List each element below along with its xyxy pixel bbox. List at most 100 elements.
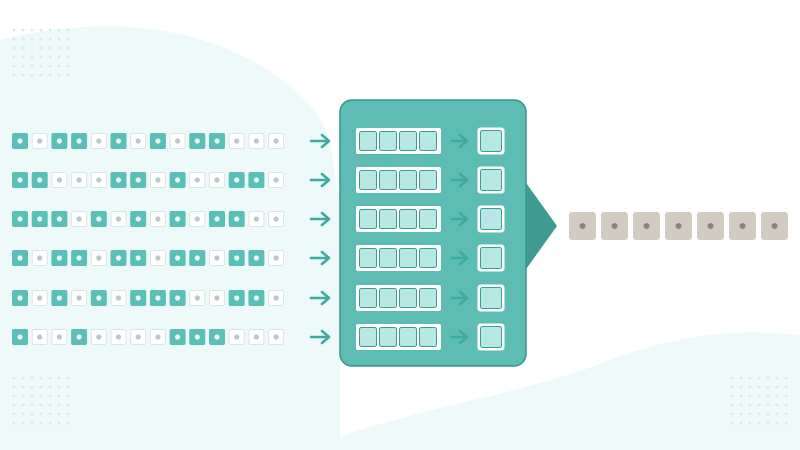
stream-cell-dot bbox=[273, 255, 279, 261]
stream-cell bbox=[51, 290, 68, 306]
pattern-dot bbox=[784, 385, 788, 389]
pattern-dot bbox=[757, 376, 761, 380]
pattern-dot bbox=[757, 403, 761, 407]
processor-lane bbox=[356, 323, 505, 351]
pattern-dot bbox=[757, 412, 761, 416]
stream-cell bbox=[31, 250, 48, 266]
stream-cell-dot bbox=[234, 334, 240, 340]
pattern-dot bbox=[48, 37, 52, 41]
pattern-dot bbox=[30, 28, 34, 32]
arrow-head bbox=[458, 211, 469, 227]
pattern-dot bbox=[39, 28, 43, 32]
stream-cell-dot bbox=[175, 216, 181, 222]
pattern-dot bbox=[30, 412, 34, 416]
stream-cell bbox=[51, 133, 68, 149]
stream-cell-dot bbox=[96, 216, 102, 222]
stream-cell-dot bbox=[56, 138, 63, 144]
lane-arrow bbox=[450, 250, 469, 266]
pattern-dot bbox=[12, 28, 16, 32]
stream-cell bbox=[90, 172, 107, 188]
input-stream-row bbox=[12, 172, 331, 188]
stream-cell bbox=[130, 211, 147, 227]
lane-arrow bbox=[450, 290, 469, 306]
pattern-dot bbox=[21, 55, 25, 59]
stream-cell-dot bbox=[135, 216, 141, 222]
stream-cell bbox=[71, 211, 88, 227]
stream-cell bbox=[130, 172, 147, 188]
stream-cell-dot bbox=[234, 177, 240, 183]
pattern-dot bbox=[766, 394, 770, 398]
processor-lane bbox=[356, 166, 505, 194]
stream-cell bbox=[169, 250, 186, 266]
pattern-dot bbox=[39, 46, 43, 50]
stream-cell bbox=[248, 172, 265, 188]
input-stream-row bbox=[12, 329, 331, 345]
output-cell bbox=[601, 212, 628, 240]
pattern-dot bbox=[39, 73, 43, 77]
stream-cell-dot bbox=[115, 295, 122, 301]
stream-cell bbox=[149, 329, 166, 345]
processor-pointer bbox=[524, 180, 557, 272]
pattern-dot bbox=[30, 394, 34, 398]
stream-cell-dot bbox=[175, 334, 181, 340]
stream-cell bbox=[130, 133, 147, 149]
pattern-dot bbox=[57, 376, 61, 380]
lane-cell bbox=[399, 209, 417, 229]
output-cell-dot bbox=[771, 223, 778, 229]
stream-cell-dot bbox=[115, 138, 122, 144]
pattern-dot bbox=[12, 376, 16, 380]
stream-cell bbox=[209, 290, 225, 306]
stream-cell-dot bbox=[175, 138, 181, 144]
pattern-dot bbox=[66, 55, 70, 59]
pattern-dot bbox=[775, 412, 779, 416]
lane-result-cell bbox=[480, 208, 502, 230]
pattern-dot bbox=[66, 403, 70, 407]
dot-pattern-bottom-left bbox=[12, 376, 70, 425]
stream-cell bbox=[90, 250, 107, 266]
input-streams bbox=[12, 133, 331, 345]
pattern-dot bbox=[39, 376, 43, 380]
dot-pattern-top-left bbox=[12, 28, 70, 77]
pattern-dot bbox=[12, 412, 16, 416]
pattern-dot bbox=[775, 376, 779, 380]
lane-result-cell bbox=[480, 247, 502, 269]
pattern-dot bbox=[766, 412, 770, 416]
stream-cell-dot bbox=[115, 177, 122, 183]
input-stream-row bbox=[12, 290, 331, 306]
pattern-dot bbox=[12, 55, 16, 59]
stream-cell bbox=[110, 290, 127, 306]
lane-arrow bbox=[450, 172, 469, 188]
lane-cell bbox=[399, 248, 417, 268]
lane-cell bbox=[379, 327, 397, 347]
lane-cell bbox=[379, 288, 397, 308]
arrow-head bbox=[320, 250, 331, 266]
stream-cell bbox=[130, 329, 147, 345]
stream-cell bbox=[169, 211, 186, 227]
pattern-dot bbox=[66, 64, 70, 68]
stream-cell bbox=[51, 329, 68, 345]
pattern-dot bbox=[757, 394, 761, 398]
pattern-dot bbox=[730, 403, 734, 407]
pattern-dot bbox=[57, 73, 61, 77]
stream-cell-dot bbox=[76, 334, 82, 340]
pattern-dot bbox=[748, 403, 752, 407]
stream-cell-dot bbox=[115, 334, 122, 340]
pattern-dot bbox=[48, 46, 52, 50]
stream-cell-dot bbox=[234, 216, 240, 222]
pattern-dot bbox=[66, 412, 70, 416]
pattern-dot bbox=[739, 394, 743, 398]
processor-lane bbox=[356, 127, 505, 155]
arrow-head bbox=[458, 133, 469, 149]
stream-cell bbox=[149, 290, 166, 306]
lane-cell bbox=[359, 209, 377, 229]
stream-cell bbox=[268, 172, 285, 188]
stream-cell-dot bbox=[56, 334, 63, 340]
input-stream-row bbox=[12, 133, 331, 149]
pattern-dot bbox=[748, 394, 752, 398]
input-stream-row bbox=[12, 250, 331, 266]
stream-cell-dot bbox=[194, 216, 200, 222]
stream-cell bbox=[209, 133, 225, 149]
pattern-dot bbox=[12, 37, 16, 41]
stream-cell bbox=[51, 250, 68, 266]
stream-cell bbox=[90, 133, 107, 149]
